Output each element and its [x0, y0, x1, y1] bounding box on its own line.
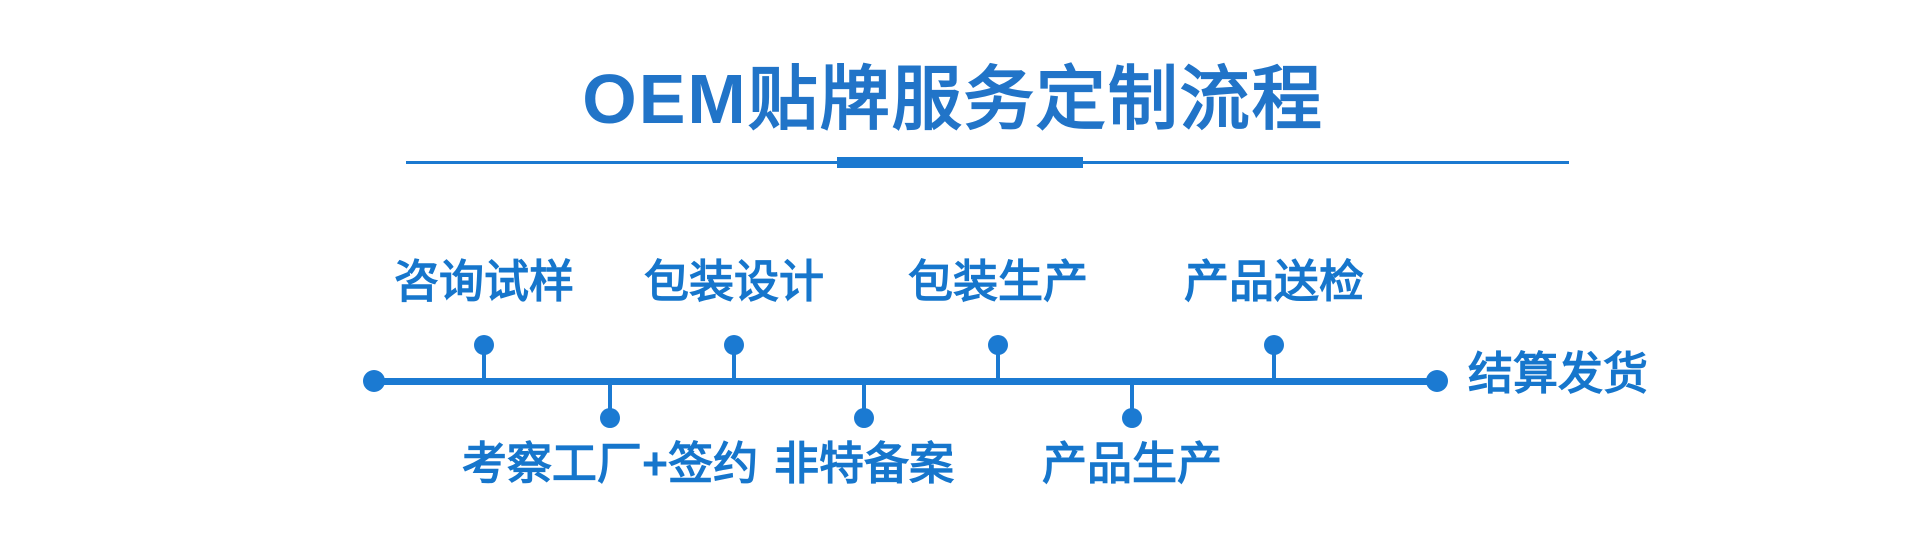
step-dot-icon — [1122, 408, 1142, 428]
step-connector — [862, 382, 866, 418]
step-connector — [608, 382, 612, 418]
page-title: OEM贴牌服务定制流程 — [582, 60, 1324, 138]
step-connector — [1272, 345, 1276, 381]
step-label: 考察工厂+签约 — [461, 438, 759, 489]
step-settlement-shipping-label: 结算发货 — [1468, 348, 1649, 399]
step-label: 包装设计 — [643, 256, 825, 307]
timeline-start-dot-icon — [363, 370, 385, 392]
timeline-line — [374, 378, 1437, 385]
step-connector — [996, 345, 1000, 381]
title-divider-bar — [837, 157, 1083, 168]
step-label: 产品送检 — [1183, 256, 1365, 307]
step-dot-icon — [988, 335, 1008, 355]
step-connector — [482, 345, 486, 381]
step-dot-icon — [474, 335, 494, 355]
step-label: 非特备案 — [773, 438, 955, 489]
step-label: 包装生产 — [907, 256, 1089, 307]
step-dot-icon — [724, 335, 744, 355]
step-dot-icon — [854, 408, 874, 428]
step-label: 咨询试样 — [393, 256, 575, 307]
step-dot-icon — [600, 408, 620, 428]
step-label: 产品生产 — [1041, 438, 1223, 489]
step-connector — [732, 345, 736, 381]
step-dot-icon — [1264, 335, 1284, 355]
step-connector — [1130, 382, 1134, 418]
timeline-end-dot-icon — [1426, 370, 1448, 392]
